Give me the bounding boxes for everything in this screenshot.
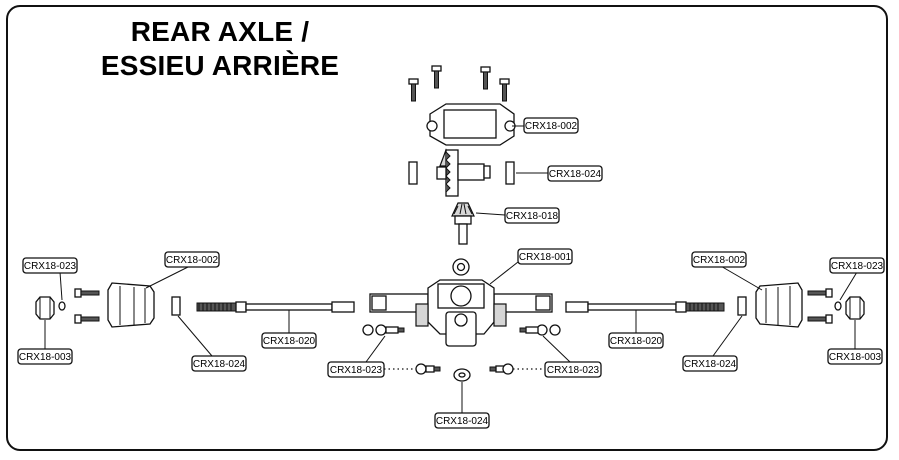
svg-text:CRX18-023: CRX18-023: [547, 365, 600, 376]
part-label-crx18-023-right-top: CRX18-023: [829, 257, 885, 274]
hub-carrier-right: [737, 282, 803, 328]
title-line-2: ESSIEU ARRIÈRE: [100, 50, 340, 81]
svg-text:CRX18-024: CRX18-024: [684, 359, 737, 370]
part-label-crx18-002-right: CRX18-002: [691, 251, 747, 268]
part-label-crx18-023-center-right: CRX18-023: [544, 361, 602, 378]
part-label-crx18-002-left: CRX18-002: [164, 251, 220, 268]
axle-shaft-left: [196, 301, 355, 313]
housing-cover-screw: [408, 78, 419, 102]
knuckle-screws-right: [807, 288, 833, 324]
part-label-crx18-003-right: CRX18-003: [827, 348, 883, 365]
part-label-crx18-023-left-top: CRX18-023: [22, 257, 78, 274]
svg-text:CRX18-018: CRX18-018: [506, 211, 559, 222]
svg-text:CRX18-003: CRX18-003: [829, 352, 882, 363]
diagram-frame: [6, 5, 888, 451]
svg-text:CRX18-024: CRX18-024: [549, 169, 602, 180]
axle-housing-cover: [426, 103, 516, 146]
hex-nut-left: [35, 296, 55, 320]
knuckle-screws-left: [74, 288, 100, 324]
pinion-gear: [451, 202, 475, 245]
link-ball-stud-left: [362, 324, 405, 336]
part-label-crx18-024-top: CRX18-024: [547, 165, 603, 182]
axle-shaft-right: [565, 301, 725, 313]
housing-cover-screw: [480, 66, 491, 90]
bottom-bearing: [453, 368, 471, 382]
hex-nut-right: [845, 296, 865, 320]
svg-text:CRX18-001: CRX18-001: [519, 252, 572, 263]
part-label-crx18-002-top: CRX18-002: [523, 117, 579, 134]
svg-text:CRX18-020: CRX18-020: [263, 336, 316, 347]
svg-text:CRX18-023: CRX18-023: [330, 365, 383, 376]
svg-text:CRX18-003: CRX18-003: [19, 352, 72, 363]
differential-housing: [369, 258, 553, 347]
link-ball-stud-right: [519, 324, 561, 336]
part-label-crx18-018: CRX18-018: [504, 207, 560, 224]
part-label-crx18-024-bottom: CRX18-024: [434, 412, 490, 429]
leader-lines: [44, 125, 858, 413]
part-label-crx18-020-left: CRX18-020: [261, 332, 317, 349]
washer-right: [834, 301, 842, 311]
part-label-crx18-024-left: CRX18-024: [191, 355, 247, 372]
ring-gear: [408, 148, 515, 197]
part-label-crx18-003-left: CRX18-003: [17, 348, 73, 365]
hub-carrier-left: [107, 282, 181, 328]
svg-text:CRX18-002: CRX18-002: [525, 121, 578, 132]
svg-text:CRX18-023: CRX18-023: [831, 261, 884, 272]
housing-cover-screw: [431, 65, 442, 89]
svg-text:CRX18-020: CRX18-020: [610, 336, 663, 347]
bottom-ball-stud-left: [415, 363, 441, 375]
svg-text:CRX18-002: CRX18-002: [693, 255, 746, 266]
part-label-crx18-024-right: CRX18-024: [682, 355, 738, 372]
part-label-crx18-023-center-left: CRX18-023: [327, 361, 385, 378]
washer-left: [58, 301, 66, 311]
part-label-crx18-020-right: CRX18-020: [608, 332, 664, 349]
svg-text:CRX18-002: CRX18-002: [166, 255, 219, 266]
svg-text:CRX18-023: CRX18-023: [24, 261, 77, 272]
part-label-crx18-001: CRX18-001: [517, 248, 573, 265]
title-line-1: REAR AXLE /: [130, 16, 310, 47]
svg-text:CRX18-024: CRX18-024: [193, 359, 246, 370]
housing-cover-screw: [499, 78, 510, 102]
svg-text:CRX18-024: CRX18-024: [436, 416, 489, 427]
bottom-ball-stud-right: [489, 363, 514, 375]
